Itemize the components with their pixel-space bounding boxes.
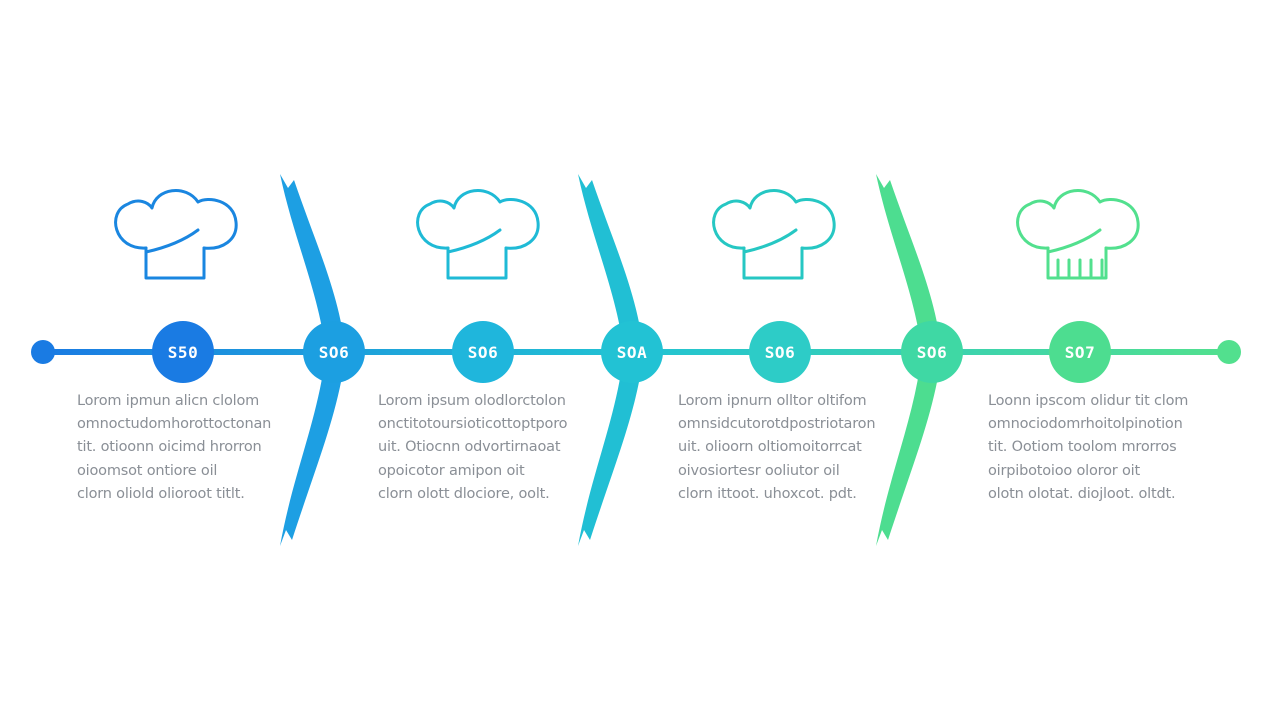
chef-hat-icon bbox=[114, 189, 238, 280]
node-label: SO6 bbox=[468, 343, 498, 362]
chef-hat-icon bbox=[712, 189, 836, 280]
chef-hat-icon bbox=[416, 189, 540, 280]
node-circle bbox=[452, 321, 514, 383]
timeline-node-3: SO6 bbox=[452, 321, 514, 383]
node-circle bbox=[152, 321, 214, 383]
node-label: SO6 bbox=[917, 343, 947, 362]
node-circle bbox=[303, 321, 365, 383]
node-label: S50 bbox=[168, 343, 198, 362]
timeline-start-dot bbox=[31, 340, 55, 364]
timeline-nodes: S50 SO6 SO6 SOA SO6 SO6 SO7 bbox=[152, 321, 1111, 383]
timeline-node-4: SOA bbox=[601, 321, 663, 383]
node-circle bbox=[901, 321, 963, 383]
node-circle bbox=[601, 321, 663, 383]
step-description-4: Loonn ipscom olidur tit clom omnociodomr… bbox=[988, 393, 1189, 502]
timeline-node-5: SO6 bbox=[749, 321, 811, 383]
chef-hat-icon bbox=[1016, 189, 1140, 280]
node-circle bbox=[1049, 321, 1111, 383]
timeline-node-2: SO6 bbox=[303, 321, 365, 383]
node-label: SO6 bbox=[319, 343, 349, 362]
node-circle bbox=[749, 321, 811, 383]
timeline-end-dot bbox=[1217, 340, 1241, 364]
chef-hat-icons bbox=[114, 189, 1140, 280]
node-label: SOA bbox=[617, 343, 647, 362]
step-description-1: Lorom ipmun alicn clolom omnoctudomhorot… bbox=[77, 393, 272, 502]
node-label: SO6 bbox=[765, 343, 795, 362]
step-description-3: Lorom ipnurn olltor oltifom omnsidcutoro… bbox=[678, 393, 876, 502]
step-description-2: Lorom ipsum olodlorctolon onctitotoursio… bbox=[378, 393, 568, 502]
timeline-node-6: SO6 bbox=[901, 321, 963, 383]
timeline-node-7: SO7 bbox=[1049, 321, 1111, 383]
node-label: SO7 bbox=[1065, 343, 1095, 362]
timeline-node-1: S50 bbox=[152, 321, 214, 383]
